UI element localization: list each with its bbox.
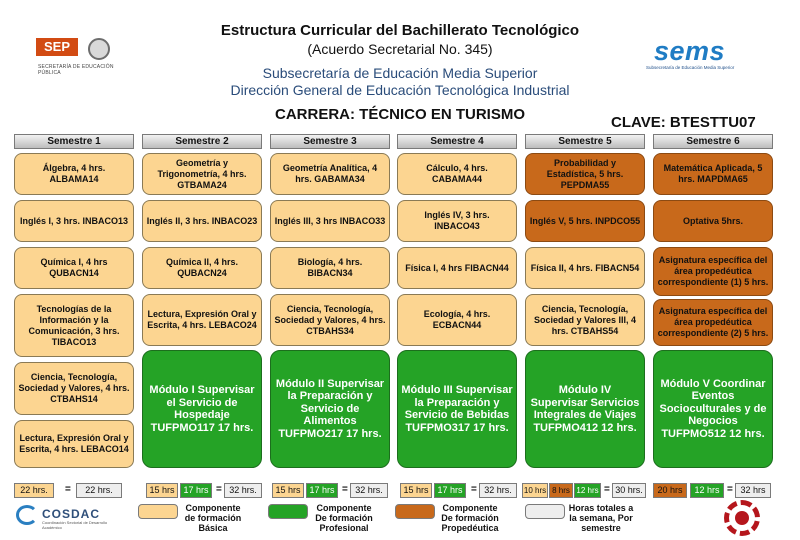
subsecretaria-label: Subsecretaría de Educación Media Superio… <box>262 65 538 81</box>
course-s6-especifica-2: Asignatura específica del área propedéut… <box>653 299 773 346</box>
module-3: Módulo III Supervisar la Preparación y S… <box>397 350 517 468</box>
dgeti-gear-icon <box>724 500 760 536</box>
sems-logo: sems Subsecretaría de Educación Media Su… <box>646 38 758 72</box>
cosdac-mark-icon <box>16 505 38 525</box>
course-s6-especifica-1: Asignatura específica del área propedéut… <box>653 247 773 296</box>
hours-s6-prop: 20 hrs <box>653 483 687 498</box>
course-s4-fisica: Física I, 4 hrs FIBACN44 <box>397 247 517 289</box>
course-s4-ingles: Inglés IV, 3 hrs. INBACO43 <box>397 200 517 242</box>
career-title: CARRERA: TÉCNICO EN TURISMO <box>275 106 525 123</box>
semester-header-1: Semestre 1 <box>14 134 134 149</box>
gear-center-icon <box>735 511 749 525</box>
course-s5-ctsv: Ciencia, Tecnología, Sociedad y Valores … <box>525 294 645 346</box>
equals-sign: = <box>65 484 71 495</box>
legend-swatch-basic <box>138 504 178 519</box>
hours-s2-prof: 17 hrs <box>180 483 212 498</box>
course-s3-ctsv: Ciencia, Tecnología, Sociedad y Valores,… <box>270 294 390 346</box>
equals-sign: = <box>342 484 348 495</box>
course-s6-optativa: Optativa 5hrs. <box>653 200 773 242</box>
hours-s4-basic: 15 hrs <box>400 483 432 498</box>
course-s2-quimica: Química II, 4 hrs. QUBACN24 <box>142 247 262 289</box>
hours-s1-basic: 22 hrs. <box>14 483 54 498</box>
semester-header-5: Semestre 5 <box>525 134 645 149</box>
semester-header-4: Semestre 4 <box>397 134 517 149</box>
course-s1-tic: Tecnologías de la Información y la Comun… <box>14 294 134 357</box>
course-s3-geometria-analitica: Geometría Analítica, 4 hrs. GABAMA34 <box>270 153 390 195</box>
module-4: Módulo IV Supervisar Servicios Integrale… <box>525 350 645 468</box>
semester-header-3: Semestre 3 <box>270 134 390 149</box>
course-s2-geometria: Geometría y Trigonometría, 4 hrs. GTBAMA… <box>142 153 262 195</box>
equals-sign: = <box>604 484 610 495</box>
page-title: Estructura Curricular del Bachillerato T… <box>220 22 580 39</box>
cosdac-subtitle: Coordinación Sectorial de Desarrollo Aca… <box>42 520 108 530</box>
course-s1-algebra: Álgebra, 4 hrs. ALBAMA14 <box>14 153 134 195</box>
hours-s3-total: 32 hrs. <box>350 483 388 498</box>
course-s5-ingles: Inglés V, 5 hrs. INPDCO55 <box>525 200 645 242</box>
legend-label-propedeutic: Componente De formación Propedéutica <box>441 503 499 533</box>
legend-label-basic: Componente de formación Básica <box>184 503 242 533</box>
cosdac-logo: COSDAC Coordinación Sectorial de Desarro… <box>16 503 126 529</box>
legend-label-professional: Componente De formación Profesional <box>315 503 373 533</box>
hours-s5-prop: 8 hrs <box>549 483 573 498</box>
course-s6-matematica-aplicada: Matemática Aplicada, 5 hrs. MAPDMA65 <box>653 153 773 195</box>
hours-s2-total: 32 hrs. <box>224 483 262 498</box>
course-s1-quimica: Química I, 4 hrs QUBACN14 <box>14 247 134 289</box>
hours-s5-basic: 10 hrs <box>522 483 548 498</box>
hours-s3-basic: 15 hrs <box>272 483 304 498</box>
cosdac-label: COSDAC <box>42 507 101 521</box>
legend-swatch-professional <box>268 504 308 519</box>
hours-s5-prof: 12 hrs <box>574 483 601 498</box>
course-s1-lectura: Lectura, Expresión Oral y Escrita, 4 hrs… <box>14 420 134 468</box>
direccion-label: Dirección General de Educación Tecnológi… <box>230 82 570 98</box>
module-5: Módulo V Coordinar Eventos Sociocultural… <box>653 350 773 468</box>
hours-s4-prof: 17 hrs <box>434 483 466 498</box>
equals-sign: = <box>216 484 222 495</box>
course-s4-ecologia: Ecología, 4 hrs. ECBACN44 <box>397 294 517 346</box>
equals-sign: = <box>471 484 477 495</box>
legend-swatch-total <box>525 504 565 519</box>
semester-header-6: Semestre 6 <box>653 134 773 149</box>
sems-label: sems <box>654 36 726 66</box>
hours-s4-total: 32 hrs. <box>479 483 517 498</box>
sep-subtitle: SECRETARÍA DE EDUCACIÓN PÚBLICA <box>38 64 114 76</box>
course-s3-ingles: Inglés III, 3 hrs INBACO33 <box>270 200 390 242</box>
course-s2-ingles: Inglés II, 3 hrs. INBACO23 <box>142 200 262 242</box>
legend-label-total: Horas totales a la semana, Por semestre <box>568 503 634 533</box>
hours-s2-basic: 15 hrs <box>146 483 178 498</box>
hours-s1-total: 22 hrs. <box>76 483 122 498</box>
hours-s6-total: 32 hrs <box>735 483 771 498</box>
legend-swatch-propedeutic <box>395 504 435 519</box>
course-s2-lectura: Lectura, Expresión Oral y Escrita, 4 hrs… <box>142 294 262 346</box>
course-s5-probabilidad: Probabilidad y Estadística, 5 hrs. PEPDM… <box>525 153 645 195</box>
course-s5-fisica: Física II, 4 hrs. FIBACN54 <box>525 247 645 289</box>
course-s3-biologia: Biología, 4 hrs. BIBACN34 <box>270 247 390 289</box>
hours-s6-prof: 12 hrs <box>690 483 724 498</box>
sep-label: SEP <box>36 38 78 56</box>
module-2: Módulo II Supervisar la Preparación y Se… <box>270 350 390 468</box>
course-s1-ingles: Inglés I, 3 hrs. INBACO13 <box>14 200 134 242</box>
national-seal-icon <box>88 38 110 60</box>
agreement-label: (Acuerdo Secretarial No. 345) <box>307 41 493 57</box>
sep-logo: SEP SECRETARÍA DE EDUCACIÓN PÚBLICA <box>36 38 128 82</box>
clave-label: CLAVE: BTESTTU07 <box>611 114 756 131</box>
course-s1-ctsv: Ciencia, Tecnología, Sociedad y Valores,… <box>14 362 134 415</box>
hours-s3-prof: 17 hrs <box>306 483 338 498</box>
module-1: Módulo I Supervisar el Servicio de Hospe… <box>142 350 262 468</box>
sems-subtitle: Subsecretaría de Educación Media Superio… <box>646 65 735 70</box>
hours-s5-total: 30 hrs. <box>612 483 646 498</box>
semester-header-2: Semestre 2 <box>142 134 262 149</box>
equals-sign: = <box>727 484 733 495</box>
course-s4-calculo: Cálculo, 4 hrs. CABAMA44 <box>397 153 517 195</box>
